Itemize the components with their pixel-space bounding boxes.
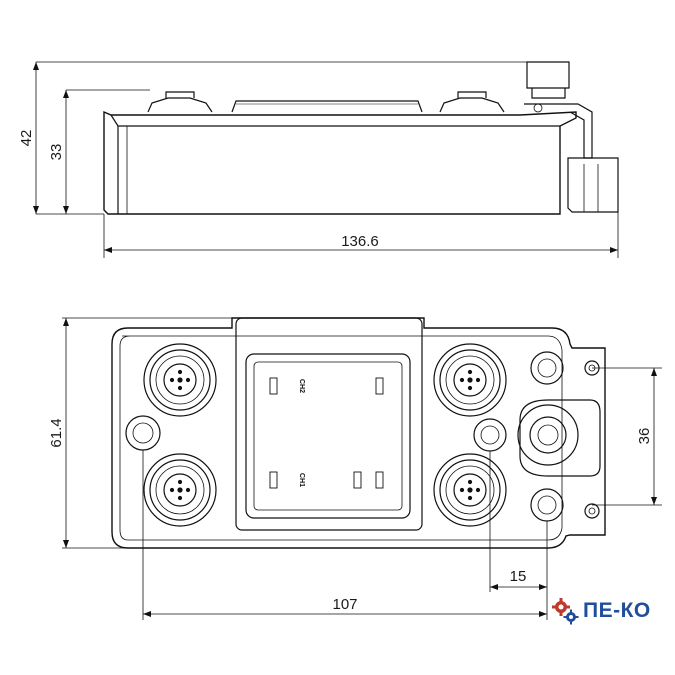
- connector-m12-top-right: [433, 343, 507, 417]
- connector-m12-bottom-left: [143, 453, 217, 527]
- logo-text: ПЕ-КО: [583, 599, 651, 622]
- dim-mount-pitch: 107: [332, 596, 357, 613]
- dim-height-total: 42: [18, 130, 35, 147]
- dim-height-body: 33: [48, 144, 65, 161]
- side-dimensions: [35, 61, 619, 258]
- label-ch1: CH1: [298, 473, 305, 487]
- top-view: [111, 317, 606, 549]
- dim-mount-spacing: 36: [636, 428, 653, 445]
- dim-width: 61.4: [48, 418, 65, 447]
- dim-connector-offset: 15: [510, 568, 527, 585]
- connector-m12-bottom-right: [433, 453, 507, 527]
- side-view: [103, 61, 619, 215]
- label-ch2: CH2: [298, 379, 305, 393]
- company-logo: ПЕ-КО: [549, 596, 651, 626]
- gear-icon: [552, 598, 579, 625]
- dim-length-total: 136.6: [341, 233, 379, 250]
- top-dimensions: [62, 317, 662, 620]
- connector-m12-top-left: [143, 343, 217, 417]
- arrowheads: [33, 62, 657, 617]
